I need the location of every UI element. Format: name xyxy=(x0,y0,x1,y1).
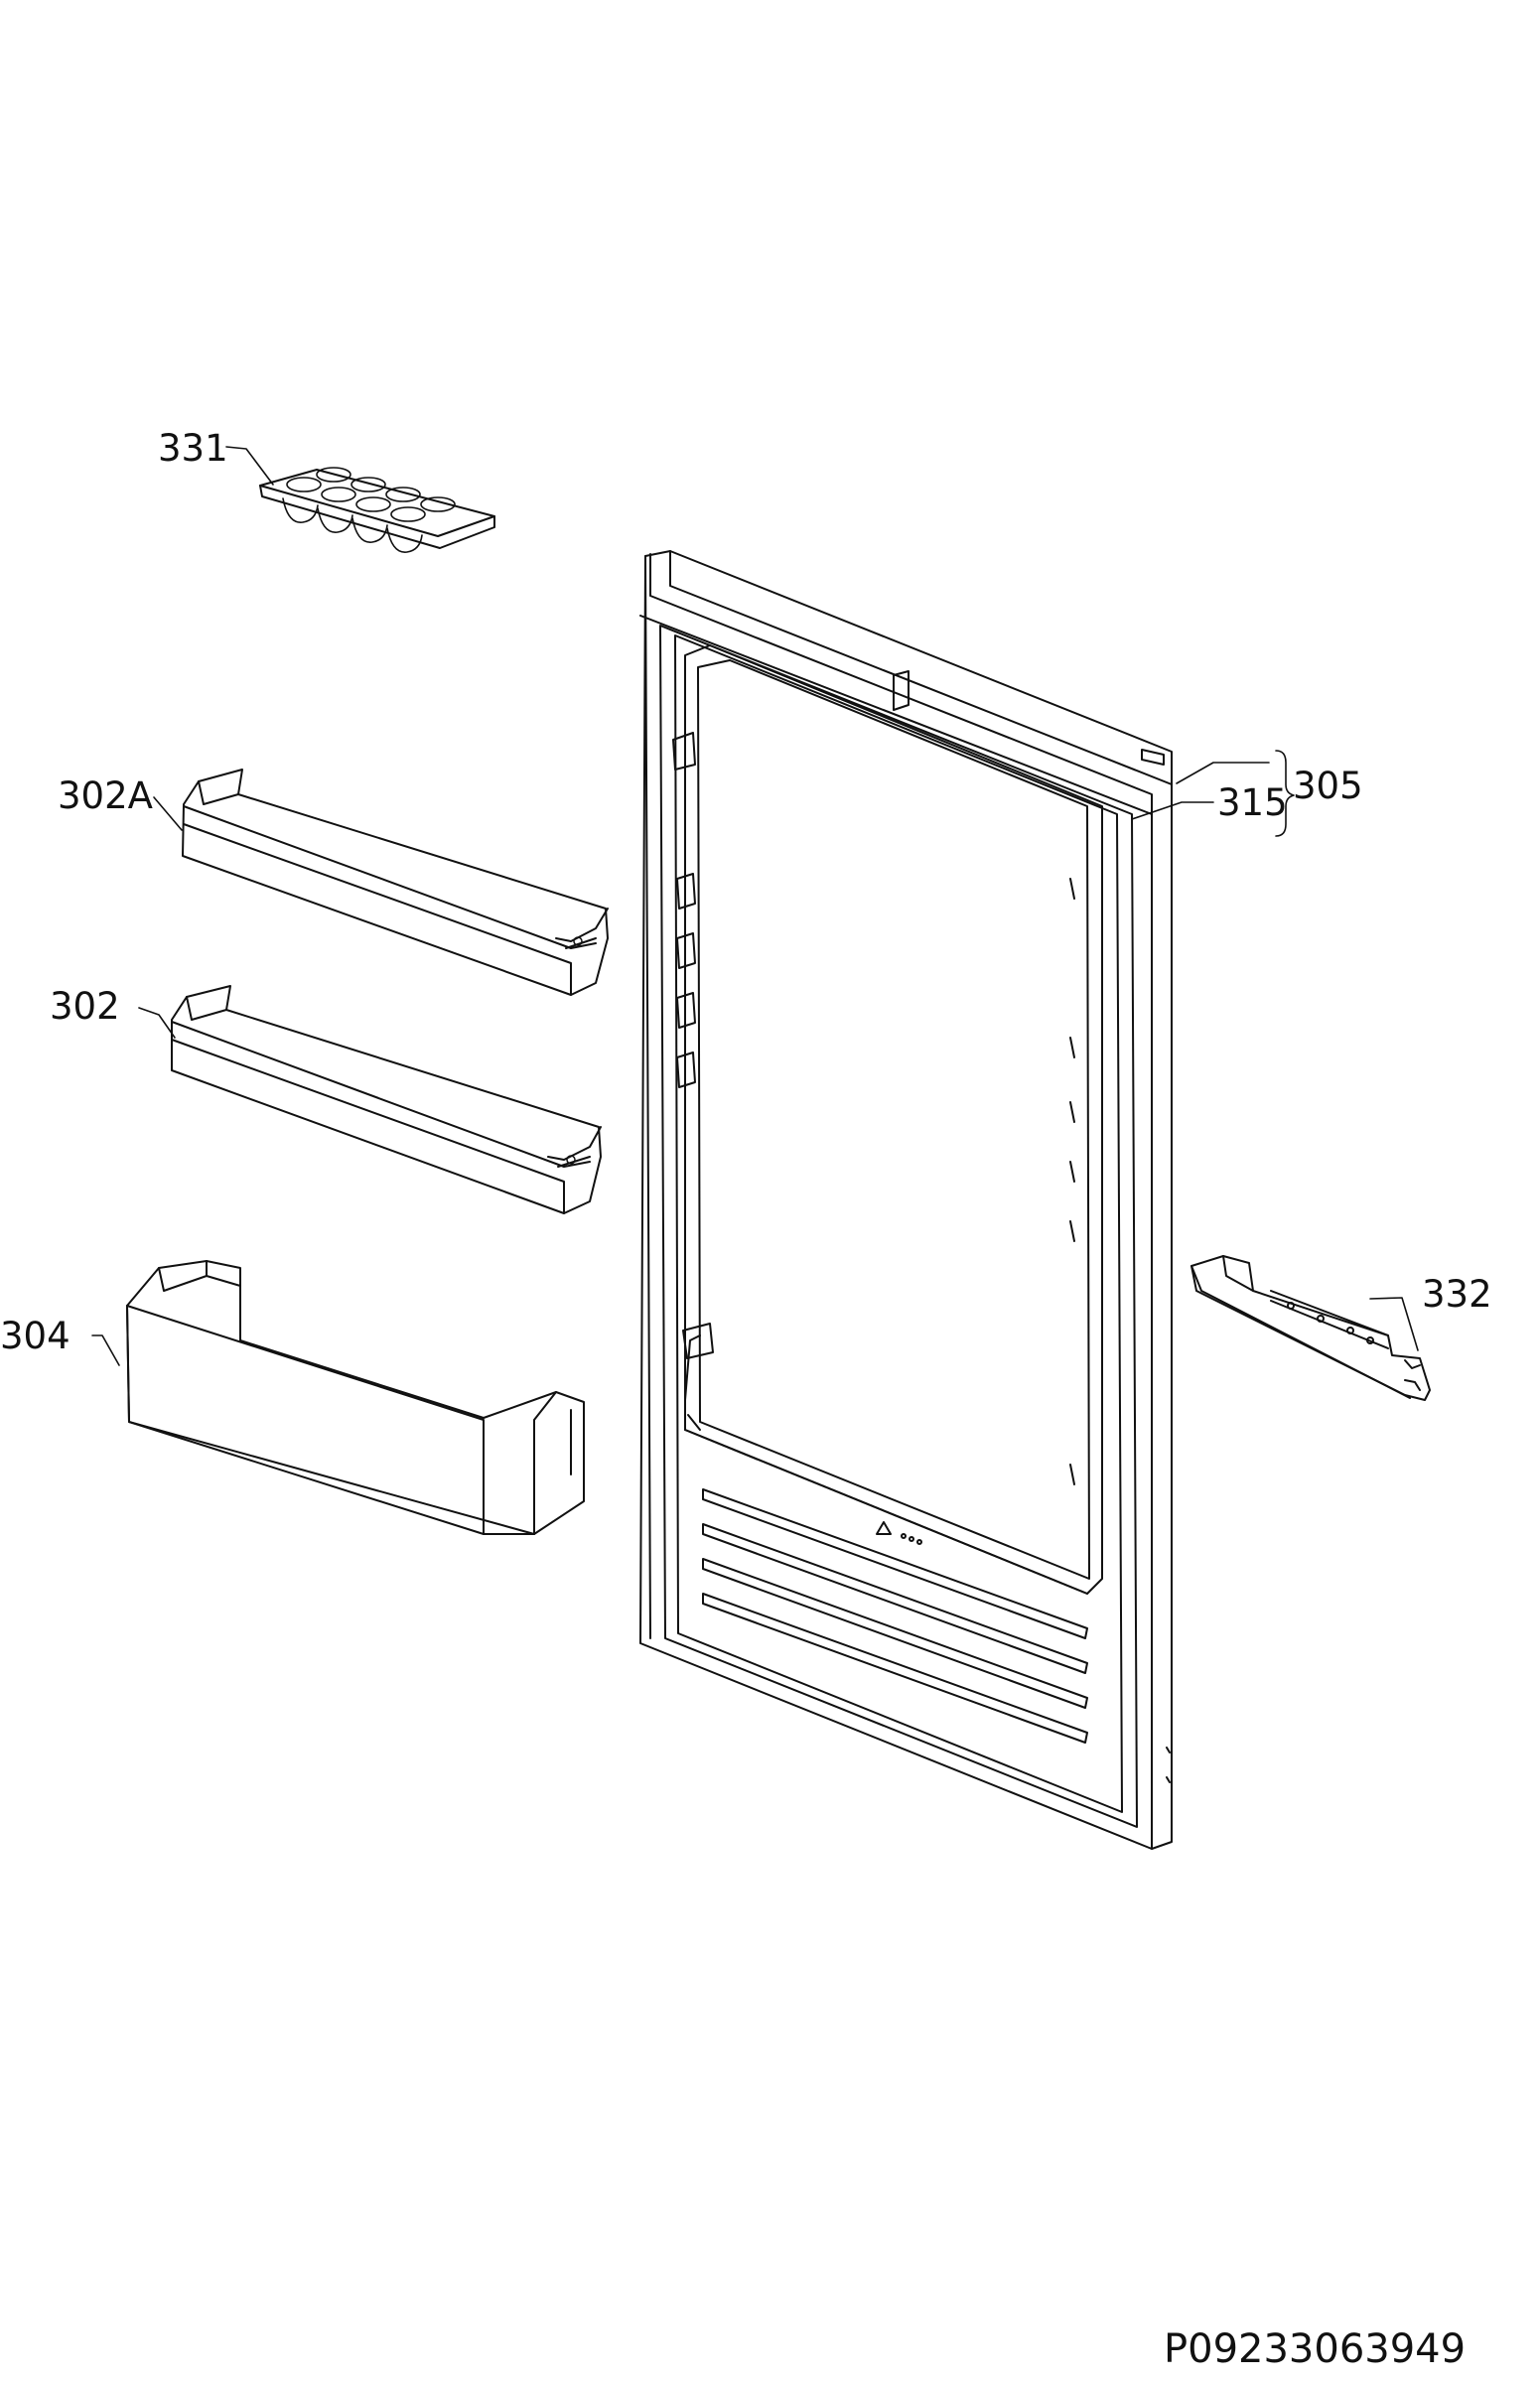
label-middle-shelf: 302 xyxy=(50,985,120,1028)
label-bottle-shelf: 304 xyxy=(0,1315,70,1357)
leader-lines xyxy=(92,447,1418,1365)
bottle-shelf-part xyxy=(127,1261,584,1534)
middle-door-shelf-part xyxy=(172,986,601,1213)
hinge-part xyxy=(1191,1256,1430,1400)
egg-tray-part xyxy=(260,468,494,552)
drawing-code: P09233063949 xyxy=(1164,2326,1467,2372)
label-door-gasket: 315 xyxy=(1217,781,1288,824)
door-assembly-part xyxy=(640,551,1172,1849)
label-upper-shelf: 302A xyxy=(58,774,153,817)
label-hinge: 332 xyxy=(1422,1273,1492,1316)
label-egg-tray: 331 xyxy=(158,427,228,470)
label-door-assembly: 305 xyxy=(1293,765,1363,807)
upper-door-shelf-part xyxy=(183,770,608,995)
